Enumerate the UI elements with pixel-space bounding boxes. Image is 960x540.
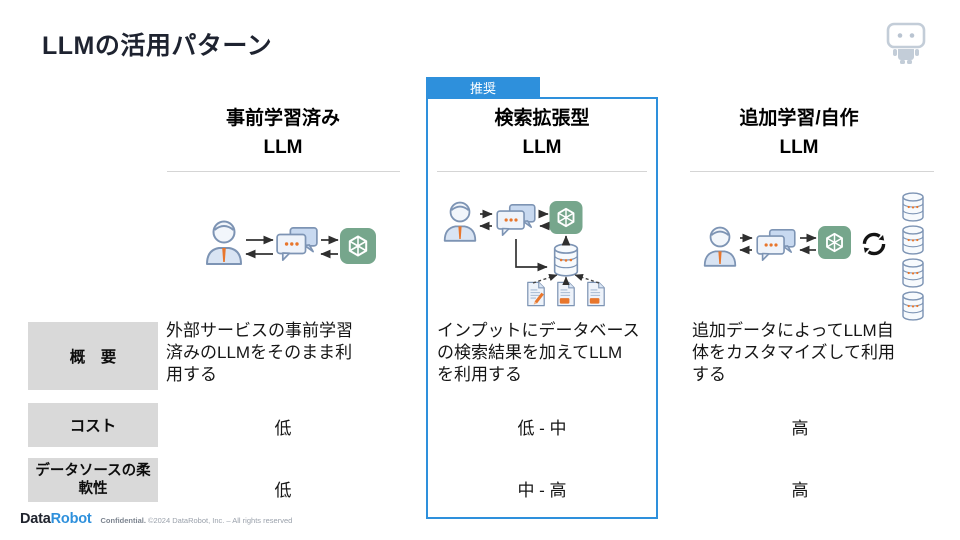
person-icon [206,220,242,265]
flexibility-finetuned: 高 [791,481,809,500]
document-edit-icon [527,281,545,307]
header-line2: LLM [263,137,303,158]
database-icon [553,243,579,277]
column-header-pretrained: 事前学習済み LLM [168,104,398,162]
robot-mascot-icon [886,22,926,65]
header-divider [167,171,400,172]
header-line1: 事前学習済み [225,108,340,129]
header-divider [437,171,647,172]
cost-rag: 低 - 中 [517,419,567,438]
rights-text: ©2024 DataRobot, Inc. – All rights reser… [147,516,293,525]
logo-data: Data [20,511,51,527]
header-line2: LLM [779,137,819,158]
flow-arrows [479,209,600,285]
column-header-finetuned: 追加学習/自作 LLM [686,104,912,162]
flexibility-rag: 中 - 高 [517,481,567,500]
openai-icon [549,201,583,234]
chat-bubbles-icon [276,227,318,261]
person-icon [443,201,477,242]
row-label-cost: コスト [28,403,158,447]
diagram-pretrained-llm [206,220,376,265]
overview-rag: インプットにデータベース の検索結果を加えてLLM を利用する [437,321,640,384]
database-icon [902,225,924,255]
flexibility-pretrained: 低 [274,481,292,500]
recommended-column-outline [426,97,658,519]
flow-arrows [739,233,817,255]
database-icon [902,192,924,222]
fineprint: Confidential.©2024 DataRobot, Inc. – All… [101,516,293,525]
recommended-badge: 推奨 [426,77,540,97]
header-line1: 検索拡張型 [494,108,590,129]
header-line2: LLM [522,137,562,158]
database-icon [902,258,924,288]
document-file-icon [557,281,575,307]
database-icon [902,291,924,321]
sync-arrows-icon [862,232,886,256]
footer: DataRobot Confidential.©2024 DataRobot, … [20,511,292,527]
datarobot-logo: DataRobot [20,511,92,527]
column-header-rag: 検索拡張型 LLM [432,104,652,162]
logo-robot: Robot [50,511,92,527]
openai-icon [818,226,851,259]
cost-finetuned: 高 [791,419,809,438]
confidential-label: Confidential. [100,516,146,525]
overview-finetuned: 追加データによってLLM自 体をカスタマイズして利用 する [692,321,895,384]
cost-pretrained: 低 [274,419,292,438]
header-divider [690,171,934,172]
flow-arrows [245,235,339,259]
row-label-overview: 概 要 [28,322,158,390]
diagram-finetuned-llm [703,192,924,321]
row-label-flexibility: データソースの柔軟性 [28,458,158,502]
document-file-icon [587,281,605,307]
page-title: LLMの活用パターン [42,32,273,60]
chat-bubbles-icon [756,228,796,262]
header-line1: 追加学習/自作 [739,108,859,129]
person-icon [703,226,737,267]
openai-icon [340,228,376,264]
chat-bubbles-icon [496,203,536,237]
overview-pretrained: 外部サービスの事前学習 済みのLLMをそのまま利 用する [166,321,353,384]
diagram-rag-llm [443,201,605,307]
